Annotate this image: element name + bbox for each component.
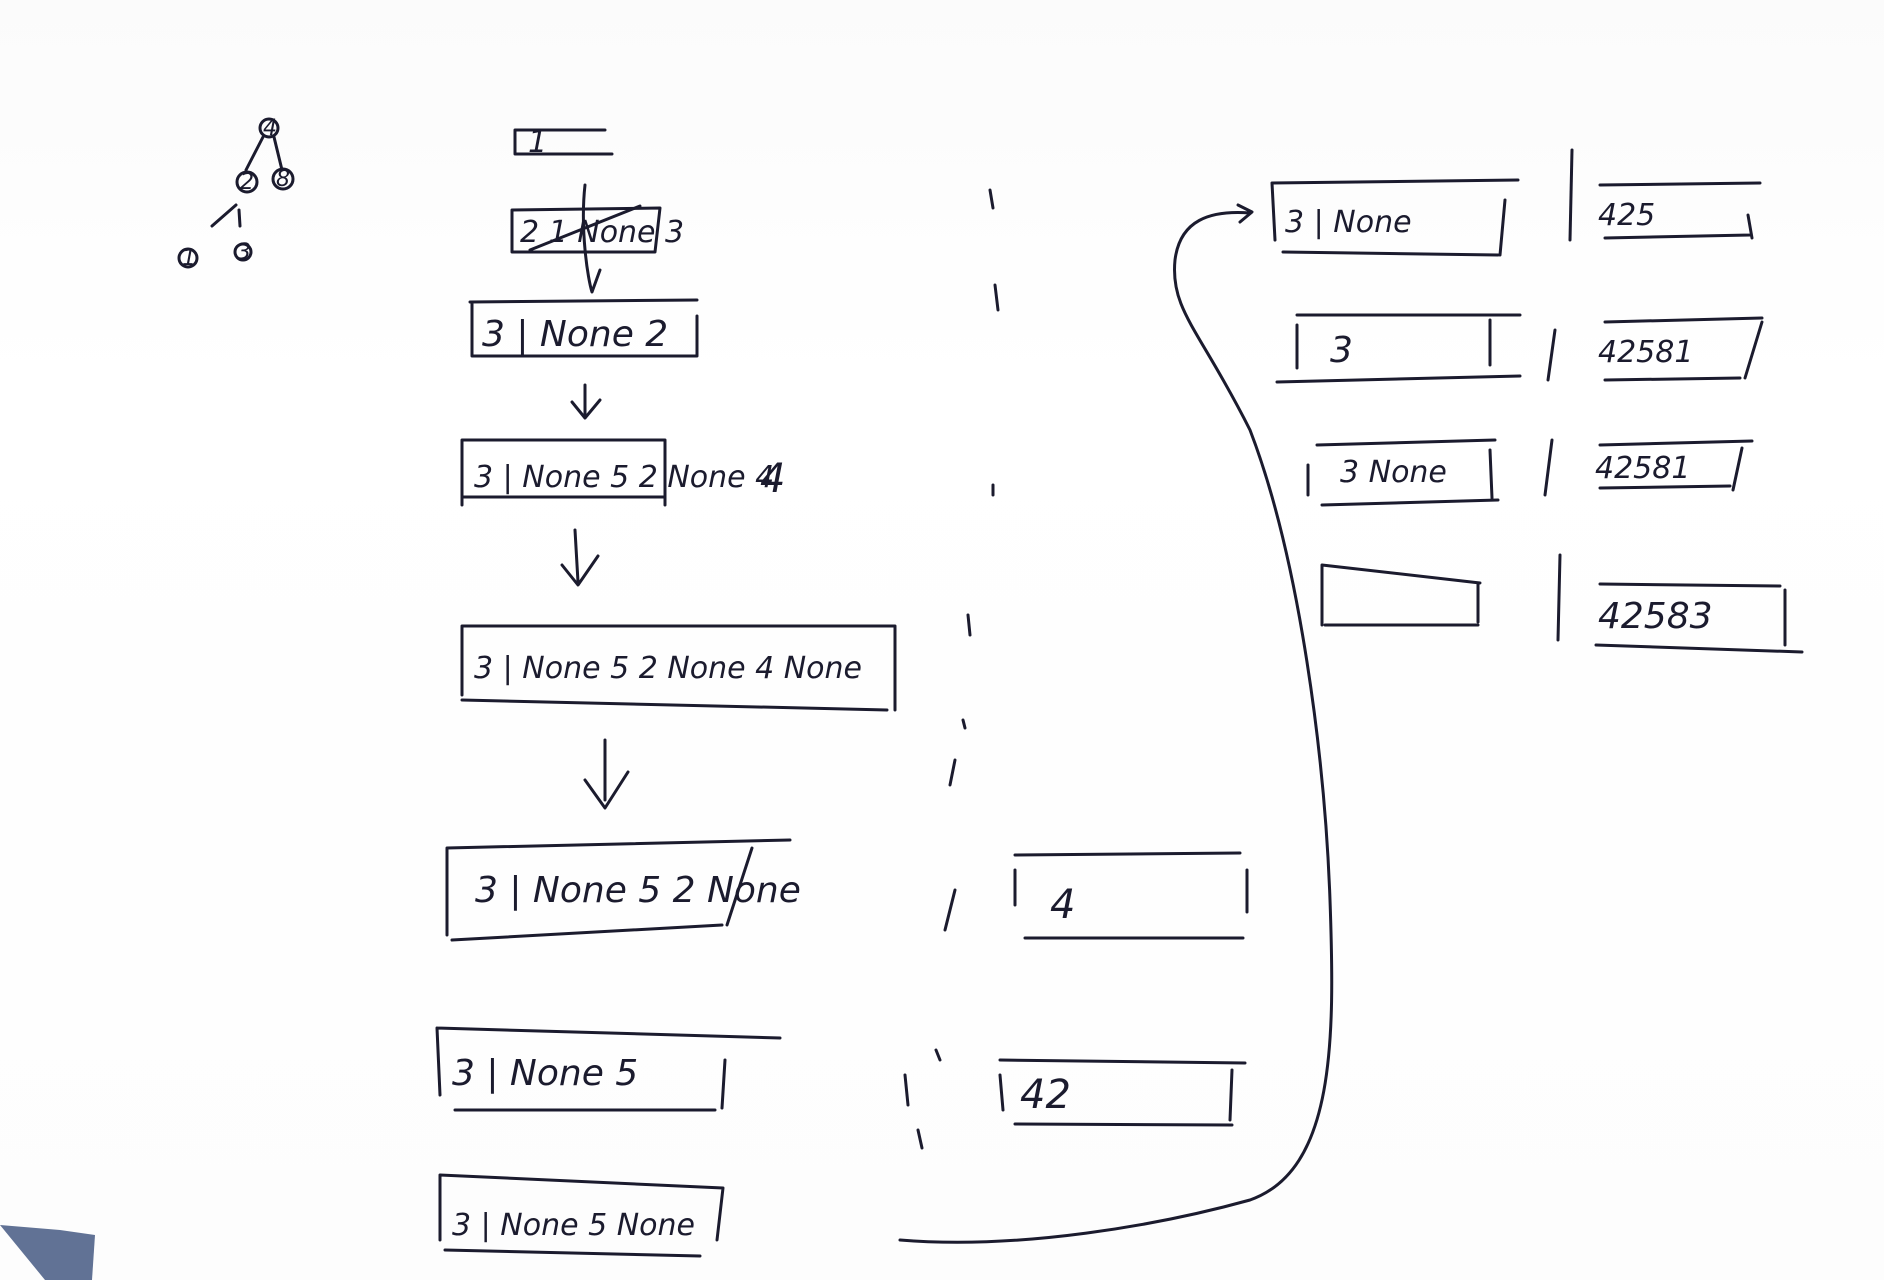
tree-node-left — [235, 170, 259, 194]
tree-node-left-label: 2 — [240, 170, 254, 195]
stack-box — [468, 298, 699, 358]
down-arrow — [560, 528, 600, 587]
tree-edge — [210, 203, 238, 228]
binary-tree-sketch: 4 2 8 1 3 — [177, 116, 295, 271]
tree-edge — [244, 135, 265, 172]
right-output-text: 42581 — [1595, 451, 1690, 486]
tree-node-root-label: 4 — [263, 116, 277, 141]
dashed-divider — [903, 188, 1000, 1150]
output-box — [1556, 553, 1804, 654]
output-text: 42 — [1020, 1072, 1071, 1118]
output-divider — [1568, 148, 1574, 242]
tree-node-lr-label: 3 — [237, 240, 251, 265]
stack-state-text: 3 | None 5 2 None — [475, 870, 801, 911]
output-column-middle: 4 42 — [998, 851, 1249, 1127]
corner-shadow — [0, 1225, 95, 1280]
stack-state-text: 3 | None 5 — [452, 1053, 638, 1094]
stack-state-text: 3 | None 2 — [482, 314, 668, 355]
stack-box — [510, 206, 662, 254]
stack-extra-label: 4 — [760, 456, 785, 502]
tree-edge — [237, 208, 242, 228]
right-output-column: 425 42581 42581 42583 — [1543, 148, 1804, 654]
tree-node-lr — [233, 242, 253, 262]
right-stack-column: 3 | None 3 3 None — [1270, 178, 1522, 627]
stack-box — [1270, 178, 1520, 257]
right-stack-text: 3 | None — [1285, 205, 1412, 240]
tree-node-right-label: 8 — [276, 167, 290, 192]
right-output-text: 42581 — [1598, 335, 1693, 370]
tree-node-right — [271, 167, 295, 191]
stack-box — [445, 838, 792, 942]
stack-state-text: 3 | None 5 2 None 4 None — [474, 651, 862, 686]
stack-box — [1275, 313, 1522, 384]
right-output-text: 425 — [1598, 198, 1655, 233]
stack-state-text: 3 | None 5 2 None 4 — [474, 460, 774, 495]
stack-box — [1306, 438, 1500, 507]
output-text: 4 — [1050, 882, 1075, 928]
stack-box — [1320, 563, 1482, 627]
right-stack-text: 3 — [1330, 330, 1353, 371]
down-arrow — [583, 738, 630, 810]
output-box — [1543, 438, 1754, 497]
stack-box — [513, 128, 614, 156]
stack-column: 1 2 1 None 3 3 | None 2 3 | None 5 2 Non… — [435, 125, 897, 1258]
tree-edge — [272, 135, 284, 172]
stack-box — [438, 1173, 725, 1258]
right-stack-text: 3 None — [1340, 455, 1447, 490]
divider-dash — [903, 188, 1000, 1150]
stack-state-text: 3 | None 5 None — [452, 1208, 695, 1243]
down-arrow — [570, 383, 602, 420]
cross-out-mark — [528, 183, 642, 294]
output-box — [1546, 316, 1764, 382]
tree-node-root — [258, 117, 280, 139]
output-box — [998, 1058, 1247, 1127]
stack-box — [460, 624, 897, 712]
right-output-text: 42583 — [1598, 596, 1713, 637]
stack-box — [460, 438, 667, 507]
output-box — [1013, 851, 1249, 940]
connector-arrow — [898, 203, 1334, 1244]
stack-box — [435, 1026, 782, 1112]
stack-state-text: 1 — [528, 125, 547, 160]
tree-node-ll-label: 1 — [182, 246, 196, 271]
output-box — [1598, 181, 1762, 240]
tree-node-ll — [177, 247, 199, 269]
